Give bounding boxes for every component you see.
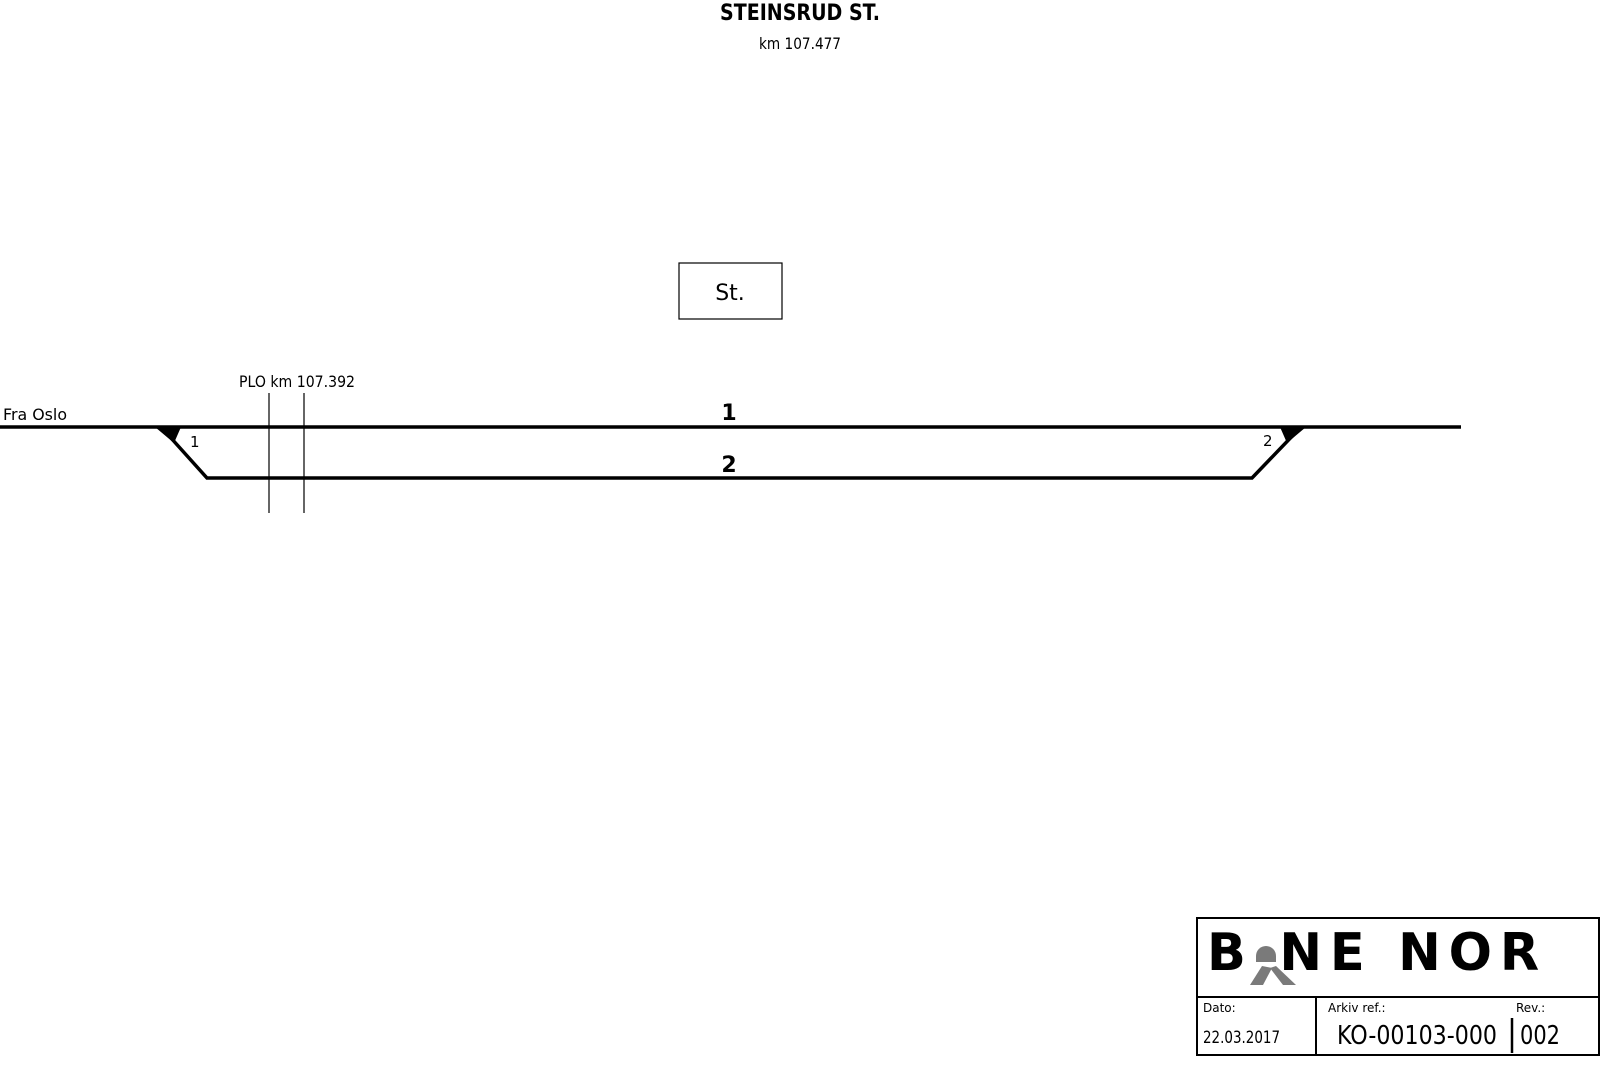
title-block: B NE NOR Dato: 22.03.2017 Arkiv ref.: KO…: [1196, 917, 1600, 1056]
rev-value: 002: [1520, 1021, 1560, 1051]
station-box-label: St.: [715, 281, 745, 306]
switch-1-number: 1: [190, 433, 200, 451]
station-building-box: [678, 262, 783, 320]
station-km: km 107.477: [759, 34, 841, 53]
track-2-line: [160, 426, 1302, 480]
archive-ref-label: Arkiv ref.:: [1328, 1001, 1386, 1015]
switch-1-marker: [155, 427, 181, 443]
from-direction-label: Fra Oslo: [3, 405, 67, 424]
archive-ref-value: KO-00103-000: [1337, 1021, 1497, 1051]
date-label: Dato:: [1203, 1001, 1236, 1015]
rev-label: Rev.:: [1516, 1001, 1545, 1015]
station-title: STEINSRUD ST.: [720, 1, 880, 26]
track-1-number: 1: [721, 401, 736, 426]
plo-label: PLO km 107.392: [239, 372, 355, 391]
track-2-number: 2: [721, 453, 736, 478]
switch-2-marker: [1280, 427, 1306, 443]
switch-2-number: 2: [1263, 432, 1273, 450]
date-value: 22.03.2017: [1203, 1028, 1280, 1048]
bane-nor-logo: B NE NOR: [1207, 923, 1539, 985]
